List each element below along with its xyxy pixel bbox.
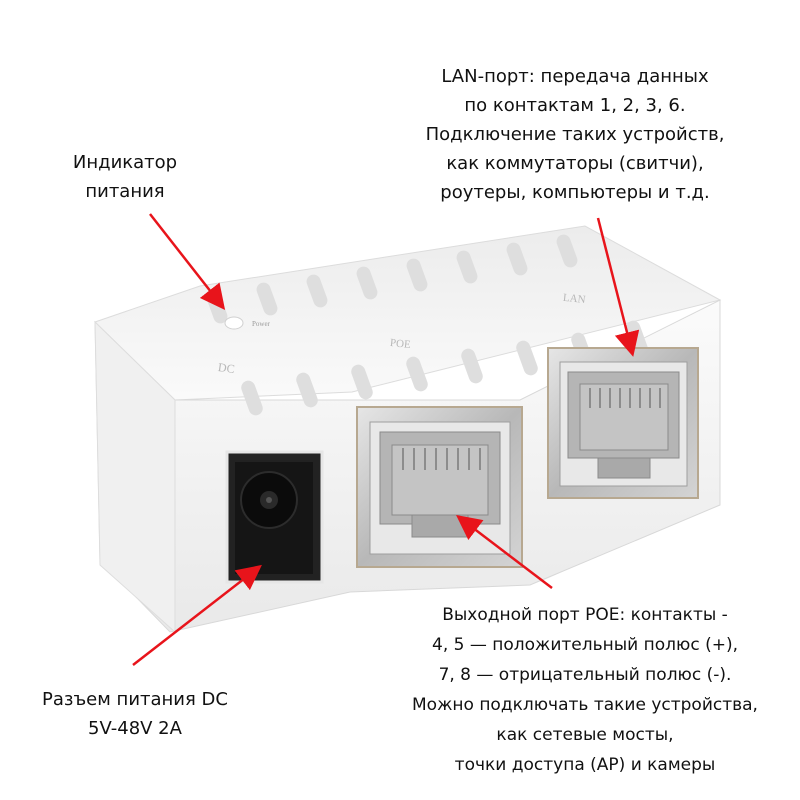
label-line: как сетевые мосты, <box>496 725 674 745</box>
label-line: Подключение таких устройств, <box>425 124 725 145</box>
poe-mark: POE <box>389 337 411 351</box>
dc-mark: DC <box>217 360 235 376</box>
lan-port <box>547 347 699 499</box>
arrow-dc <box>132 564 262 666</box>
label-line: точки доступа (AP) и камеры <box>454 755 716 775</box>
label-line: питания <box>85 181 165 202</box>
arrow-lan <box>596 217 640 357</box>
label-line: как коммутаторы (свитчи), <box>446 153 704 174</box>
dc-jack-label: Разъем питания DC 5V-48V 2A <box>20 685 250 743</box>
power-led <box>224 316 244 330</box>
label-line: LAN-порт: передача данных <box>441 66 709 87</box>
callout-arrows <box>132 213 640 666</box>
vent-ridges <box>206 234 648 416</box>
arrow-power <box>149 213 226 310</box>
label-line: Индикатор <box>72 152 178 173</box>
label-line: 5V-48V 2A <box>88 718 182 739</box>
label-line: роутеры, компьютеры и т.д. <box>440 182 710 203</box>
poe-port-label: Выходной порт POE: контакты - 4, 5 — пол… <box>380 600 790 780</box>
dc-jack <box>225 450 324 584</box>
power-indicator-label: Индикатор питания <box>40 148 210 206</box>
label-line: 4, 5 — положительный полюс (+), <box>432 635 738 655</box>
label-line: Разъем питания DC <box>42 689 228 710</box>
lan-port-label: LAN-порт: передача данных по контактам 1… <box>385 62 765 207</box>
arrow-poe <box>456 514 553 589</box>
label-line: по контактам 1, 2, 3, 6. <box>464 95 686 116</box>
label-line: Выходной порт POE: контакты - <box>442 605 728 625</box>
poe-port <box>356 406 523 568</box>
label-line: Можно подключать такие устройства, <box>412 695 758 715</box>
label-line: 7, 8 — отрицательный полюс (-). <box>438 665 732 685</box>
lan-mark: LAN <box>562 292 586 306</box>
power-mark: Power <box>252 320 271 328</box>
